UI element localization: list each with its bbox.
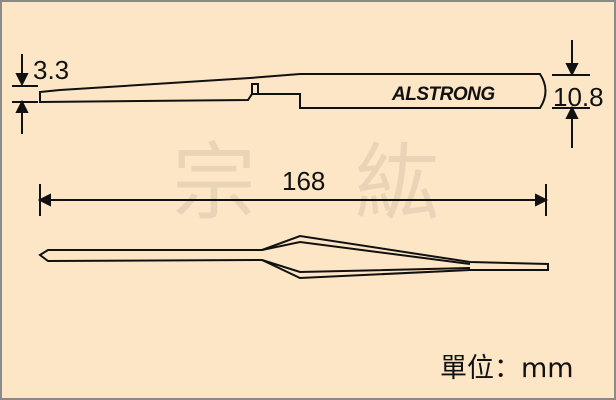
body-thickness-label: 10.8: [553, 82, 604, 112]
overall-length-label: 168: [282, 166, 325, 196]
tip-thickness-label: 3.3: [33, 55, 69, 85]
tweezer-top-view: [38, 234, 549, 280]
dimension-tip-thickness: [12, 54, 38, 134]
watermark-char-1: 宗: [172, 134, 256, 232]
dimension-overall-length: [37, 184, 549, 216]
watermark-char-2: 紘: [355, 134, 439, 232]
units-label: 單位：mm: [440, 353, 574, 384]
dimension-body-thickness: [552, 40, 590, 148]
tweezer-side-view: [39, 73, 547, 109]
brand-label: ALSTRONG: [391, 84, 495, 105]
